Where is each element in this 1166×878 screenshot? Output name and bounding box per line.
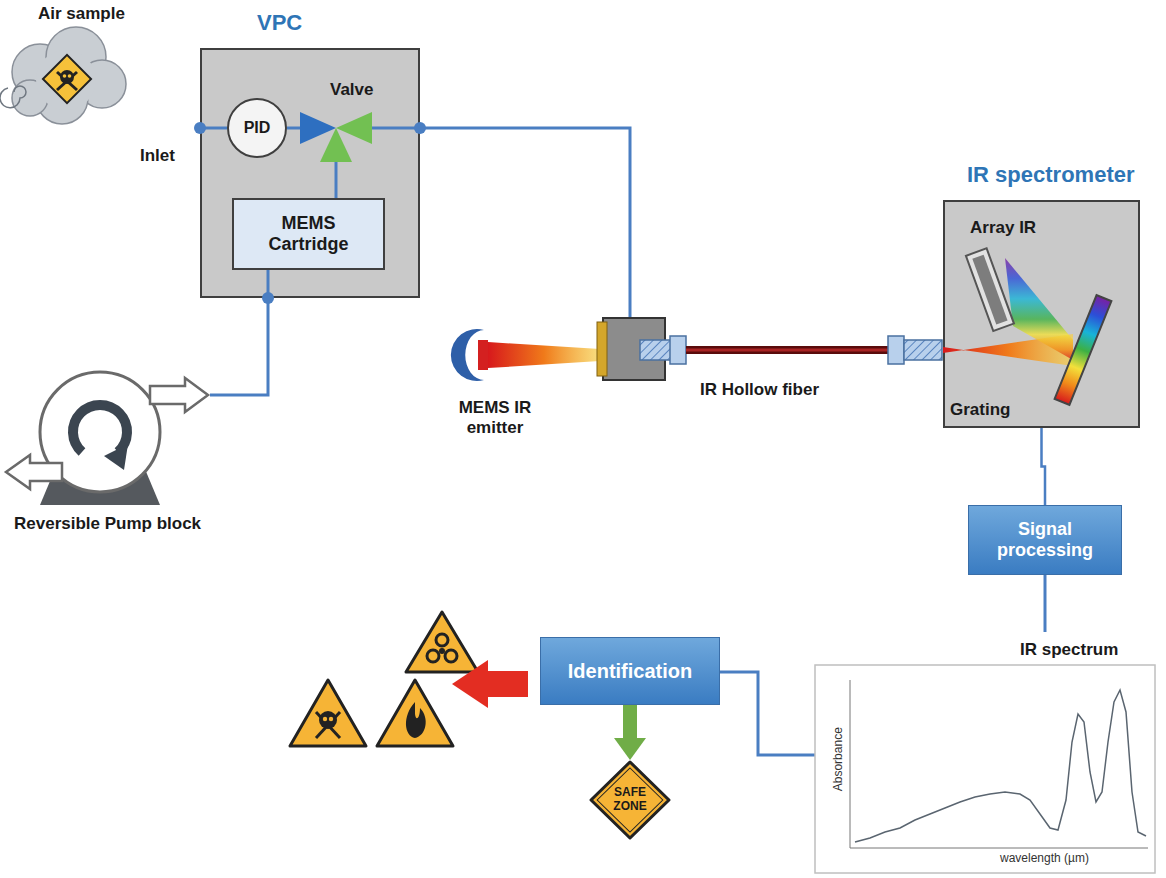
pump — [6, 372, 208, 505]
port-dot — [414, 122, 426, 134]
pump — [104, 444, 128, 470]
cartridge-box: MEMS Cartridge — [232, 198, 385, 270]
red-arrow — [452, 660, 528, 708]
wire — [287, 127, 300, 130]
spectrum-chart — [815, 665, 1155, 873]
node-label: Identification — [568, 660, 692, 683]
node-label: Signal processing — [969, 519, 1121, 560]
port-dot — [194, 122, 206, 134]
wire — [200, 128, 420, 298]
diamond-outline — [591, 762, 669, 838]
ir-emitter — [451, 329, 600, 381]
toxic-sign — [63, 74, 67, 78]
toxic-sign — [60, 70, 74, 84]
air-cloud — [36, 50, 96, 110]
wire — [335, 162, 338, 198]
pump — [150, 378, 208, 412]
part-label: Array IR — [970, 218, 1036, 238]
hazard-icon — [427, 650, 439, 662]
sample-label: Air sample — [38, 4, 125, 24]
safe-zone-sign: SAFE ZONE — [589, 760, 671, 840]
hazard-icon — [316, 712, 340, 738]
spectrum-chart — [855, 690, 1146, 842]
part-label: Valve — [330, 80, 374, 100]
hazard-icon — [377, 680, 453, 746]
wire — [210, 128, 1045, 755]
hazard-icon — [323, 717, 327, 721]
hazard-icon — [316, 712, 340, 738]
vpc-housing: VPCPIDMEMS Cartridge — [200, 48, 420, 298]
hazard-icon — [439, 648, 445, 654]
array-detector — [966, 248, 1014, 331]
hollow-fiber — [888, 336, 904, 364]
wire — [210, 298, 268, 395]
toxic-sign — [68, 74, 72, 78]
grating — [1055, 295, 1112, 405]
hazard-icon — [329, 717, 333, 721]
gas-cell — [597, 318, 686, 380]
heading: IR spectrometer — [967, 162, 1135, 187]
toxic-sign — [43, 55, 91, 103]
hazard-icon — [406, 612, 478, 672]
wire — [372, 127, 420, 130]
process-box: Signal processing — [968, 505, 1122, 575]
axis-label: wavelength (µm) — [1000, 851, 1089, 865]
node-label: SAFE ZONE — [607, 786, 653, 814]
gas-cell — [640, 340, 672, 360]
heading: VPC — [257, 10, 302, 35]
result-arrow — [623, 705, 637, 738]
diamond-outline — [597, 768, 663, 832]
ir-emitter — [478, 340, 488, 370]
valve — [300, 112, 372, 162]
hazard-icon — [377, 680, 453, 746]
hazard-icon — [319, 711, 337, 729]
hazard-icon — [406, 612, 478, 672]
spectrum-chart — [850, 680, 1148, 848]
spectrum-chart — [815, 665, 1155, 873]
wire — [1044, 575, 1047, 632]
gas-cell — [670, 336, 686, 364]
chart-title: IR spectrum — [1020, 640, 1118, 660]
node-label: PID — [244, 119, 271, 137]
array-detector — [972, 255, 1007, 325]
wire — [720, 672, 815, 755]
hollow-fiber — [686, 349, 890, 352]
part-label: Grating — [950, 400, 1010, 420]
process-box: Identification — [540, 637, 720, 705]
pid-sensor: PID — [227, 98, 287, 158]
signal-wire — [1042, 428, 1046, 505]
part-label: Reversible Pump block — [14, 514, 201, 534]
ir-emitter — [488, 342, 600, 368]
part-label: MEMS IR emitter — [440, 398, 550, 439]
hollow-fiber — [686, 346, 890, 354]
valve — [336, 112, 372, 144]
valve — [300, 112, 336, 144]
grating — [1055, 295, 1112, 405]
port-dot — [194, 122, 426, 304]
pump — [73, 405, 127, 452]
hazard-icon — [445, 650, 457, 662]
array-detector — [966, 248, 1014, 331]
axis-label: Absorbance — [831, 721, 845, 797]
pump — [6, 455, 62, 489]
hazard-icon — [436, 634, 448, 646]
hazard-icon — [406, 702, 426, 738]
air-cloud — [0, 27, 126, 124]
gas-cell — [597, 322, 607, 376]
node-label: MEMS Cartridge — [250, 213, 368, 254]
toxic-sign — [43, 55, 91, 103]
hollow-fiber — [686, 336, 942, 364]
hollow-fiber — [904, 340, 942, 360]
part-label: IR Hollow fiber — [700, 380, 819, 400]
wire — [420, 128, 630, 318]
dispersed-beam — [1005, 258, 1073, 360]
valve — [320, 128, 352, 162]
hazard-icon — [290, 680, 366, 746]
port-dot — [262, 292, 274, 304]
hazard-icon — [290, 680, 366, 746]
air-cloud — [0, 86, 26, 108]
port-label: Inlet — [140, 146, 175, 166]
